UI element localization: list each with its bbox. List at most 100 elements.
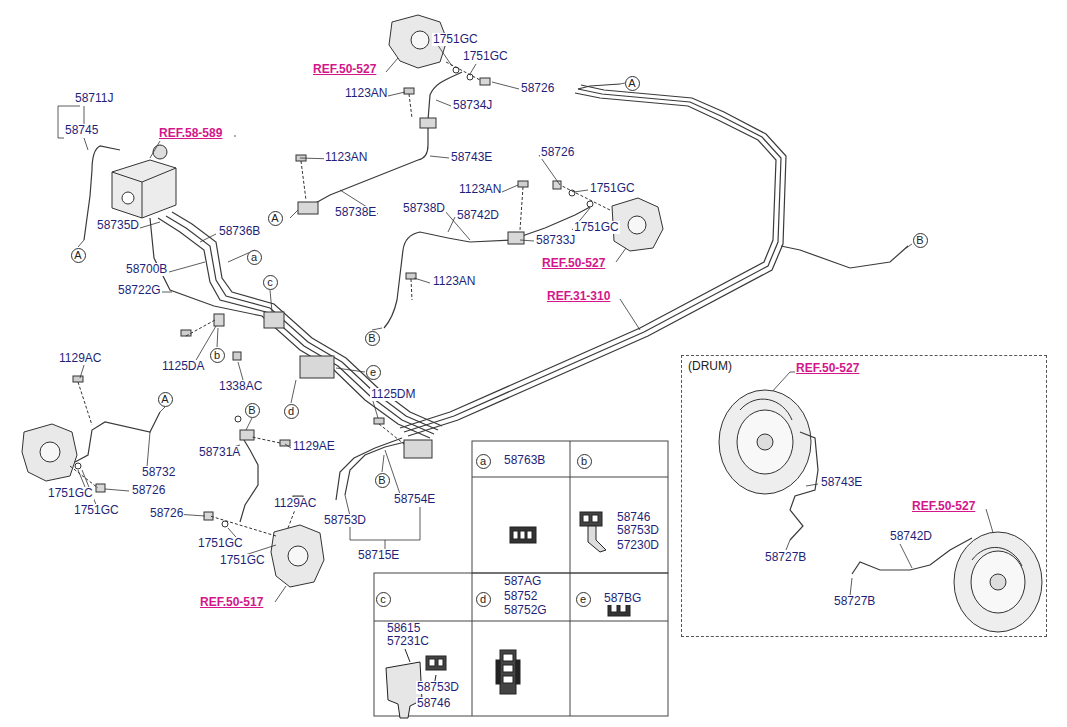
leader-line bbox=[437, 44, 452, 66]
leader-line bbox=[285, 444, 291, 448]
callout-letter: c bbox=[380, 594, 386, 605]
callout-circle: a bbox=[476, 454, 491, 469]
leader-line bbox=[470, 64, 476, 74]
table-grid bbox=[472, 441, 668, 573]
reference-label: REF.50-527 bbox=[541, 257, 606, 270]
leader-line bbox=[290, 210, 298, 218]
leader-line bbox=[161, 292, 172, 293]
abs-module bbox=[153, 145, 167, 159]
brake-pipe bbox=[158, 218, 434, 434]
table-cell: 58753D bbox=[616, 524, 660, 537]
brake-pipe bbox=[345, 442, 405, 495]
brake-pipe bbox=[150, 218, 430, 438]
hose-fitting bbox=[300, 356, 334, 378]
leader-line bbox=[385, 450, 400, 494]
callout-letter: A bbox=[271, 213, 278, 224]
drum-leader bbox=[900, 544, 912, 568]
drum-brake bbox=[757, 434, 773, 450]
callout-letter: A bbox=[74, 250, 81, 261]
part-number: 1123AN bbox=[324, 151, 368, 164]
reference-arrow bbox=[770, 372, 830, 394]
callout-letter: c bbox=[267, 277, 273, 288]
callout-circle: d bbox=[476, 592, 491, 607]
callout-letter: A bbox=[628, 78, 635, 89]
caliper bbox=[40, 442, 60, 462]
drum-brake bbox=[954, 532, 1042, 632]
part-number: 1751GC bbox=[589, 182, 636, 195]
brake-pipe bbox=[404, 89, 781, 432]
bolt-leader bbox=[379, 424, 404, 444]
reference-arrow bbox=[234, 58, 994, 602]
part-number: 1129AC bbox=[58, 352, 102, 365]
leader-line bbox=[520, 240, 534, 241]
clip-icons bbox=[405, 649, 410, 662]
clip-icons bbox=[527, 531, 532, 539]
leader-line bbox=[150, 141, 160, 158]
callout-circle: b bbox=[210, 348, 225, 363]
brake-pipe bbox=[172, 212, 442, 426]
drum-leader bbox=[806, 484, 818, 486]
clip-icons bbox=[503, 654, 513, 661]
part-number: 58743E bbox=[450, 151, 493, 164]
hose-fitting bbox=[235, 416, 241, 422]
hose-fitting bbox=[214, 314, 224, 326]
brake-pipe bbox=[336, 438, 402, 500]
callout-letter: b bbox=[581, 456, 587, 467]
abs-module bbox=[142, 182, 143, 218]
callout-letter: b bbox=[214, 350, 220, 361]
callout-circle: A bbox=[625, 76, 640, 91]
brake-pipe bbox=[408, 85, 786, 436]
part-number: 58753D bbox=[323, 514, 367, 527]
hose-fitting bbox=[587, 201, 593, 207]
drum-hose bbox=[790, 432, 818, 540]
leader-line bbox=[388, 92, 405, 96]
part-number: 58745 bbox=[64, 124, 99, 137]
leader-line bbox=[906, 244, 912, 248]
part-number: 1751GC bbox=[47, 487, 94, 500]
leader-line bbox=[217, 328, 218, 347]
table-cell: 58615 bbox=[386, 622, 421, 635]
callout-circle: a bbox=[247, 250, 262, 265]
leader-line bbox=[105, 489, 129, 491]
part-number: 58743E bbox=[820, 476, 863, 489]
caliper bbox=[628, 216, 646, 234]
leader-line bbox=[78, 240, 84, 247]
callout-letter: d bbox=[480, 594, 486, 605]
callout-letter: A bbox=[161, 394, 168, 405]
caliper bbox=[22, 15, 663, 587]
leader-line bbox=[345, 495, 350, 516]
leader-line bbox=[246, 418, 252, 430]
brake-pipe bbox=[400, 93, 776, 428]
reference-arrow bbox=[616, 248, 626, 262]
part-number: 1751GC bbox=[462, 50, 509, 63]
hose-fitting bbox=[453, 67, 459, 73]
clip-icons bbox=[500, 650, 516, 694]
bolt-leader bbox=[520, 187, 523, 230]
part-number: 58700B bbox=[125, 263, 168, 276]
caliper bbox=[411, 31, 429, 49]
bolt-leader bbox=[409, 94, 412, 118]
leader-line bbox=[382, 455, 384, 472]
bolt bbox=[181, 330, 191, 336]
callout-circle: B bbox=[375, 473, 390, 488]
table-grid bbox=[570, 441, 571, 573]
callout-letter: B bbox=[368, 333, 375, 344]
leader-line bbox=[140, 222, 160, 228]
caliper bbox=[271, 525, 324, 587]
reference-arrow bbox=[234, 136, 236, 137]
abs-module bbox=[112, 145, 176, 218]
part-number: 58727B bbox=[833, 595, 876, 608]
drum-brake bbox=[737, 410, 793, 474]
callout-letter: B bbox=[916, 235, 923, 246]
clip-icons bbox=[496, 650, 520, 694]
callout-circle: c bbox=[263, 275, 278, 290]
drum-brake bbox=[740, 399, 792, 420]
drum-brake bbox=[719, 390, 1042, 632]
clip-icons bbox=[516, 660, 520, 684]
part-number: 1751GC bbox=[573, 221, 620, 234]
bolt bbox=[518, 181, 528, 187]
reference-label: REF.50-517 bbox=[199, 596, 264, 609]
clip-icons bbox=[429, 659, 435, 666]
part-number: 58734J bbox=[452, 99, 493, 112]
bolt-leader bbox=[78, 382, 92, 425]
